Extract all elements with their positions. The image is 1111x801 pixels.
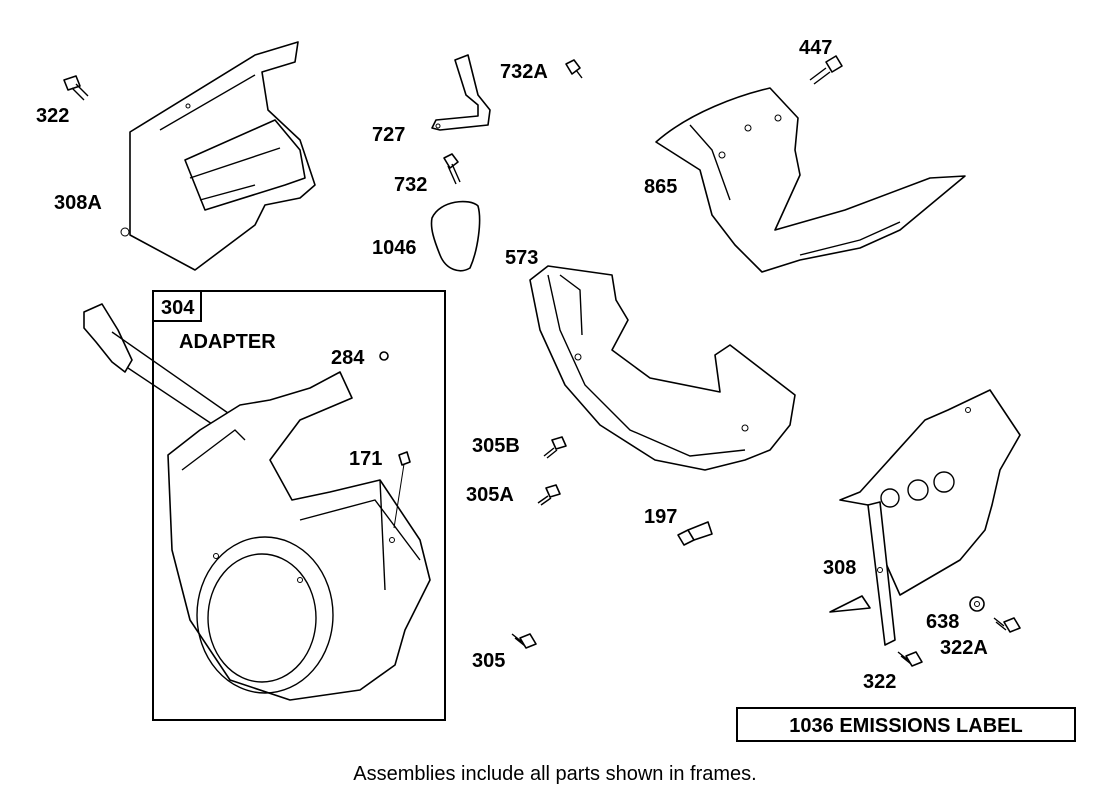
bolt-322-top — [63, 75, 89, 101]
label-322-top: 322 — [36, 105, 69, 127]
label-865: 865 — [644, 176, 677, 198]
label-308A: 308A — [54, 192, 102, 214]
caption: Assemblies include all parts shown in fr… — [353, 763, 757, 785]
label-305B: 305B — [472, 435, 520, 457]
bolt-732A — [565, 59, 583, 79]
nut-284 — [379, 351, 389, 361]
label-322A: 322A — [940, 637, 988, 659]
label-447: 447 — [799, 37, 832, 59]
part-adapter-duct — [83, 303, 239, 437]
label-197: 197 — [644, 506, 677, 528]
bolt-305 — [511, 633, 537, 649]
screw-171 — [393, 451, 411, 529]
bolt-305A — [537, 484, 561, 506]
label-322-bottom: 322 — [863, 671, 896, 693]
part-1046-gasket — [430, 200, 481, 272]
part-blower-housing — [167, 371, 431, 701]
label-638: 638 — [926, 611, 959, 633]
part-727-bracket — [431, 54, 491, 131]
part-308-side-shield — [829, 389, 1021, 646]
washer-638 — [969, 596, 985, 612]
label-573: 573 — [505, 247, 538, 269]
bolt-305B — [543, 436, 567, 459]
label-1046: 1046 — [372, 237, 417, 259]
bolt-197 — [677, 521, 713, 546]
bolt-322A — [993, 617, 1021, 633]
label-adapter: ADAPTER — [179, 331, 276, 353]
label-284: 284 — [331, 347, 365, 369]
bolt-447 — [809, 55, 843, 85]
emissions-label-text: 1036 EMISSIONS LABEL — [789, 715, 1022, 737]
bolt-732 — [443, 153, 461, 185]
label-171: 171 — [349, 448, 382, 470]
part-573-baffle — [529, 265, 796, 471]
part-308A-shroud — [120, 41, 316, 271]
label-732A: 732A — [500, 61, 548, 83]
label-305A: 305A — [466, 484, 514, 506]
emissions-label-box — [736, 707, 1076, 742]
label-308: 308 — [823, 557, 856, 579]
frame-304 — [152, 290, 446, 721]
part-865-shield — [655, 87, 966, 273]
label-304: 304 — [161, 297, 195, 319]
label-727: 727 — [372, 124, 405, 146]
frame-304-tag — [152, 290, 202, 322]
bolt-322-bottom — [897, 651, 923, 667]
label-732: 732 — [394, 174, 427, 196]
label-305: 305 — [472, 650, 505, 672]
